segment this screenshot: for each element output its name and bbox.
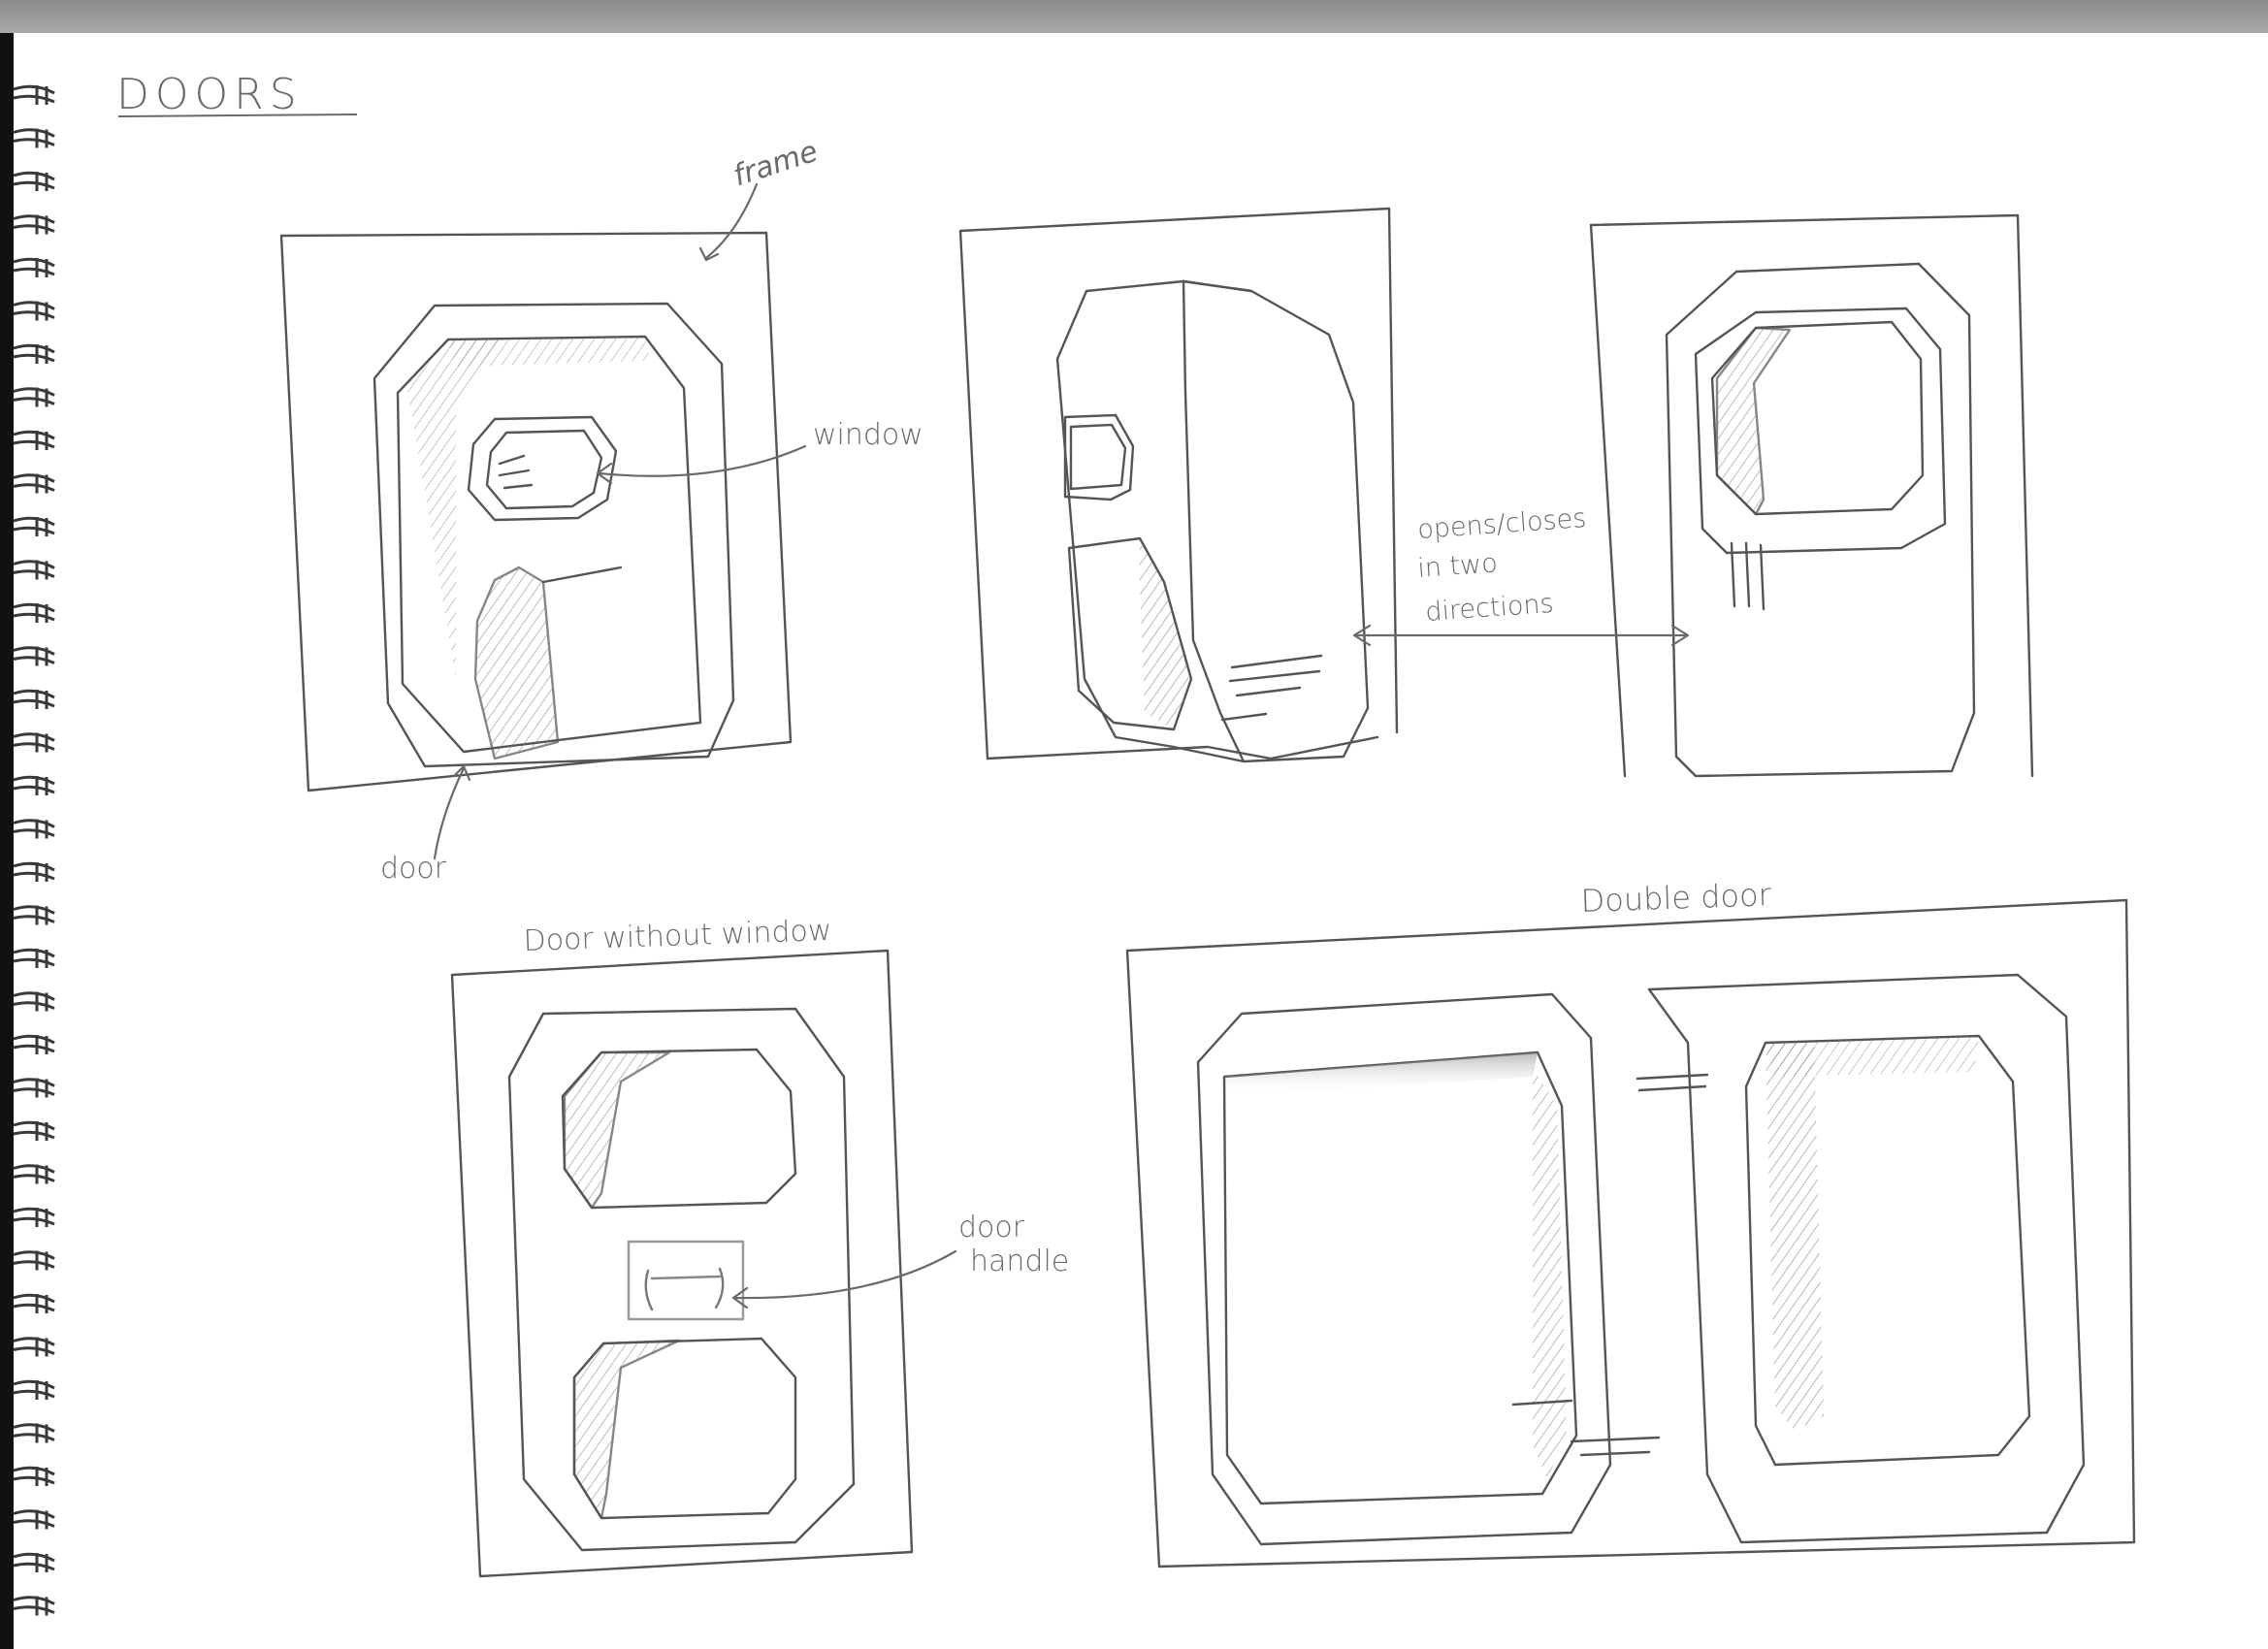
spiral-ring (14, 1597, 54, 1616)
spiral-ring (14, 85, 54, 105)
label-door: door (380, 852, 447, 886)
label-door-handle-1: door (958, 1211, 1025, 1245)
spiral-ring (14, 690, 54, 709)
spiral-ring (14, 215, 54, 235)
spiral-ring (14, 603, 54, 623)
spiral-ring (14, 474, 54, 494)
spiral-ring (14, 1079, 54, 1098)
spiral-ring (14, 431, 54, 450)
spiral-ring (14, 258, 54, 277)
label-in-two: in two (1416, 548, 1498, 584)
spiral-ring (14, 129, 54, 148)
label-door-handle-2: handle (970, 1245, 1069, 1278)
spiral-ring (14, 388, 54, 407)
spiral-ring (14, 517, 54, 536)
label-opens-closes: opens/closes (1416, 503, 1587, 545)
spiral-ring (14, 1380, 54, 1400)
door-front-view (281, 233, 791, 791)
spiral-ring (14, 1424, 54, 1443)
door-closed-side-view (1591, 215, 2032, 776)
spiral-ring (14, 949, 54, 968)
spiral-ring (14, 1338, 54, 1357)
door-opening-view (960, 209, 1397, 761)
page-title: DOORS (116, 70, 303, 119)
spiral-ring (14, 172, 54, 191)
spiral-ring (14, 647, 54, 666)
spiral-ring (14, 1467, 54, 1486)
spiral-rings (14, 85, 54, 1616)
spiral-ring (14, 561, 54, 580)
double-door (1127, 900, 2134, 1567)
spiral-ring (14, 1251, 54, 1271)
spiral-ring (14, 344, 54, 364)
label-directions: directions (1424, 589, 1554, 628)
spiral-ring (14, 992, 54, 1012)
spiral-ring (14, 862, 54, 882)
door-without-window (452, 951, 912, 1576)
spiral-ring (14, 1165, 54, 1184)
spiral-ring (14, 1208, 54, 1227)
spiral-ring (14, 820, 54, 839)
handwritten-labels: DOORS frame window door opens/closes in … (116, 70, 1772, 1278)
label-window: window (813, 418, 923, 452)
spiral-ring (14, 1510, 54, 1530)
spiral-ring (14, 733, 54, 753)
spiral-ring (14, 302, 54, 321)
label-door-without-window: Door without window (523, 914, 832, 958)
spiral-ring (14, 776, 54, 795)
spiral-ring (14, 1553, 54, 1572)
label-double-door: Double door (1580, 876, 1772, 920)
spiral-ring (14, 1121, 54, 1141)
spiral-ring (14, 1035, 54, 1054)
label-frame: frame (729, 135, 822, 194)
spiral-ring (14, 906, 54, 925)
spiral-ring (14, 1294, 54, 1313)
